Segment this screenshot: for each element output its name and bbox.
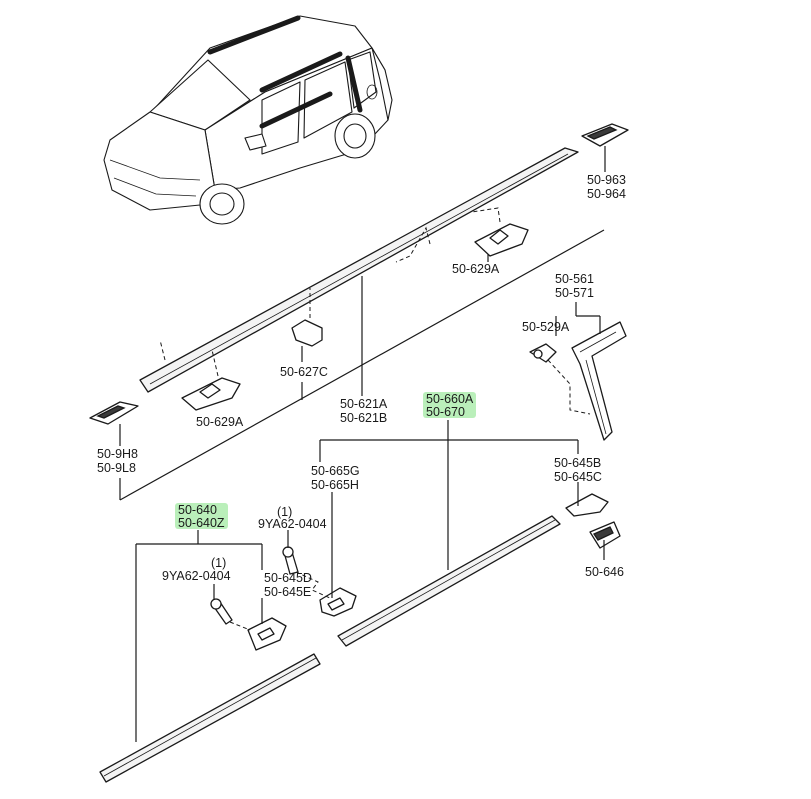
clip-529a [529,343,557,363]
clip-629a-top [474,223,529,257]
clip-629a-bottom [181,377,241,411]
label-50-645c: 50-645C [554,470,602,484]
screw-lower [210,598,233,625]
label-50-963: 50-963 [587,173,626,187]
label-50-629a-top: 50-629A [452,262,500,276]
clip-665g [319,587,357,617]
label-qty-1-a: (1) [277,505,292,519]
label-50-640: 50-640 [178,503,217,517]
label-50-665h: 50-665H [311,478,359,492]
label-50-665g: 50-665G [311,464,360,478]
window-frame-moulding [571,321,627,441]
car-illustration [103,15,393,225]
label-9ya62-0404-a: 9YA62-0404 [258,517,327,531]
label-50-645e: 50-645E [264,585,311,599]
label-50-561: 50-561 [555,272,594,286]
leader-lines [119,146,606,742]
door-moulding-rear [337,515,561,647]
door-moulding-front [99,653,321,783]
label-50-629a-bottom: 50-629A [196,415,244,429]
label-50-621b: 50-621B [340,411,387,425]
end-cap-rear [581,123,629,147]
label-qty-1-b: (1) [211,556,226,570]
label-9ya62-0404-b: 9YA62-0404 [162,569,231,583]
label-50-627c: 50-627C [280,365,328,379]
label-50-645d: 50-645D [264,571,312,585]
car-window-frame-mark [345,55,363,113]
car-roof-moulding-mark [207,15,301,55]
label-50-964: 50-964 [587,187,626,201]
label-50-670: 50-670 [426,405,465,419]
highlight-50-640 [175,503,228,529]
label-50-646: 50-646 [585,565,624,579]
roof-moulding-strip [139,147,579,393]
clip-646 [589,521,621,549]
car-door-moulding-mark [259,91,333,129]
label-50-645b: 50-645B [554,456,601,470]
label-50-640z: 50-640Z [178,516,225,530]
highlight-50-660a [423,392,476,418]
label-50-529a: 50-529A [522,320,570,334]
label-50-621a: 50-621A [340,397,388,411]
clip-645b [565,493,609,517]
clip-627c [291,319,323,347]
screw-upper [282,546,299,575]
label-50-9h8: 50-9H8 [97,447,138,461]
clip-645d [247,617,287,651]
label-50-571: 50-571 [555,286,594,300]
label-50-660a: 50-660A [426,392,474,406]
label-50-9l8: 50-9L8 [97,461,136,475]
car-roof-moulding-mark-2 [259,51,343,93]
end-cap-front [89,401,139,425]
